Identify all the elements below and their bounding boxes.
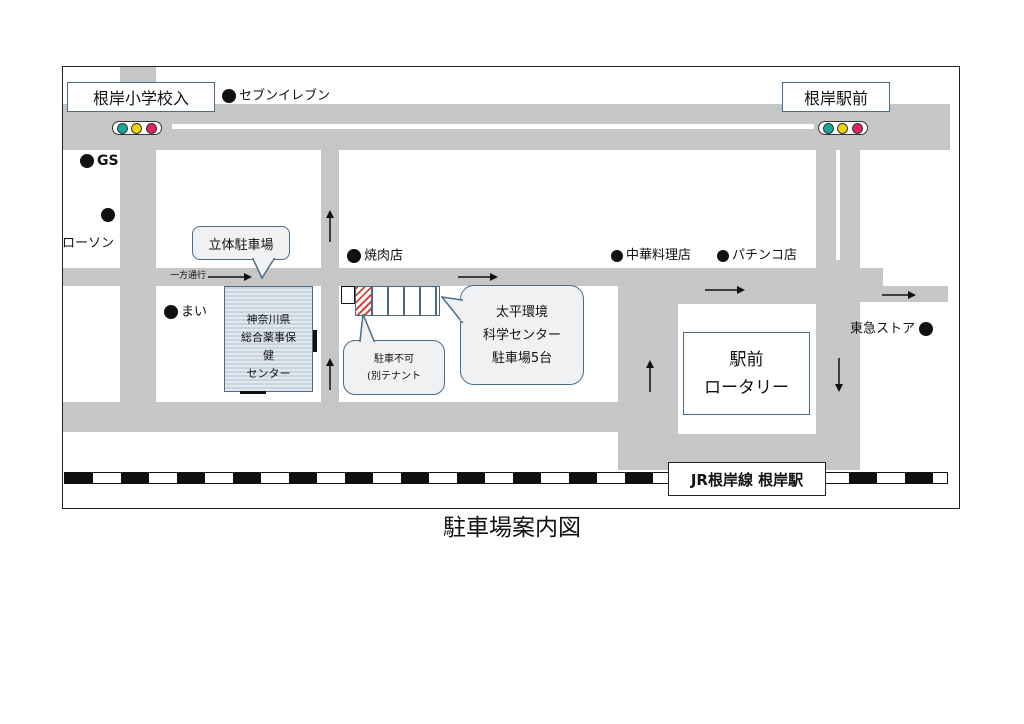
arrow-down-icon	[835, 358, 843, 392]
location-dot-icon	[717, 249, 729, 262]
company-parking-callout: 太平環境 科学センター 駐車場5台	[460, 285, 584, 385]
intersection-label-station: 根岸駅前	[782, 82, 890, 112]
road-center-vertical	[321, 150, 339, 412]
location-dot-icon	[101, 208, 115, 222]
multistory-parking-callout: 立体駐車場	[192, 226, 290, 260]
company-parking-line: 駐車場5台	[491, 350, 553, 366]
one-way-label: 一方通行	[170, 271, 207, 281]
traffic-light-left	[112, 121, 162, 135]
traffic-light-right	[818, 121, 868, 135]
landmark-label: 中華料理店	[626, 248, 692, 263]
signal-yellow-icon	[837, 122, 849, 134]
no-parking-line: 駐車不可	[374, 353, 414, 365]
parking-space-3	[404, 286, 420, 316]
location-dot-icon	[222, 89, 236, 103]
health-center-building: 神奈川県 総合薬事保 健 センター	[224, 286, 313, 392]
intersection-label-school: 根岸小学校入	[67, 82, 215, 112]
road-top-centerline	[172, 124, 814, 129]
arrow-right-icon	[208, 273, 252, 281]
landmark-label: GS	[97, 153, 119, 169]
parking-space-2	[388, 286, 404, 316]
building-label-line: 健	[263, 349, 274, 362]
building-label: 神奈川県 総合薬事保 健 センター	[225, 311, 312, 383]
location-dot-icon	[80, 154, 94, 168]
no-parking-callout: 駐車不可 (別テナント	[343, 340, 445, 395]
location-dot-icon	[919, 322, 934, 336]
landmark-chinese: 中華料理店	[611, 249, 691, 262]
location-dot-icon	[164, 305, 178, 319]
arrow-up-icon	[326, 210, 334, 242]
signal-yellow-icon	[131, 122, 143, 134]
landmark-yakiniku: 焼肉店	[347, 249, 403, 263]
location-dot-icon	[611, 249, 623, 262]
company-parking-line: 科学センター	[482, 327, 561, 343]
signal-red-icon	[146, 122, 158, 134]
landmark-tokyu: 東急ストア	[850, 322, 936, 336]
signal-green-icon	[822, 122, 834, 134]
no-parking-line: (別テナント	[367, 370, 421, 382]
company-callout-pointer	[441, 296, 463, 325]
parking-space-1	[372, 286, 388, 316]
parking-space-5	[436, 286, 440, 316]
arrow-up-icon	[646, 360, 654, 392]
landmark-pachinko: パチンコ店	[717, 249, 797, 262]
landmark-mai: まい	[164, 305, 207, 319]
landmark-seven-eleven: セブンイレブン	[222, 89, 330, 103]
landmark-label: 焼肉店	[364, 248, 404, 264]
landmark-label: セブンイレブン	[239, 88, 331, 104]
building-label-line: 総合薬事保	[241, 331, 296, 344]
multistory-parking-label: 立体駐車場	[208, 237, 274, 253]
rotary-label-line: ロータリー	[704, 377, 789, 398]
landmark-label: まい	[181, 304, 208, 320]
landmark-label: パチンコ店	[732, 248, 798, 263]
signal-green-icon	[116, 122, 128, 134]
landmark-lawson: ローソン	[62, 236, 115, 251]
parking-space-4	[420, 286, 436, 316]
building-entrance-mark-bottom	[240, 391, 266, 394]
road-right-centerline	[836, 150, 840, 260]
arrow-right-icon	[458, 273, 498, 281]
arrow-right-icon	[705, 286, 745, 294]
building-label-line: センター	[246, 367, 291, 380]
building-label-line: 神奈川県	[246, 313, 291, 326]
building-entrance-mark	[313, 330, 317, 352]
road-far-right	[860, 286, 948, 302]
station-label: JR根岸線 根岸駅	[668, 462, 826, 496]
company-parking-line: 太平環境	[495, 304, 548, 320]
landmark-label: 東急ストア	[850, 321, 916, 337]
no-parking-callout-pointer	[359, 313, 376, 342]
lot-entry-marker	[341, 286, 355, 304]
arrow-right-icon	[882, 291, 916, 299]
arrow-up-icon	[326, 358, 334, 390]
rotary-label-line: 駅前	[729, 349, 764, 370]
location-dot-icon	[347, 249, 361, 263]
station-rotary: 駅前 ロータリー	[683, 332, 810, 415]
callout-pointer	[252, 258, 276, 280]
map-title: 駐車場案内図	[443, 515, 581, 541]
signal-red-icon	[852, 122, 864, 134]
road-left-vertical	[120, 67, 156, 407]
landmark-gs: GS	[80, 154, 119, 168]
